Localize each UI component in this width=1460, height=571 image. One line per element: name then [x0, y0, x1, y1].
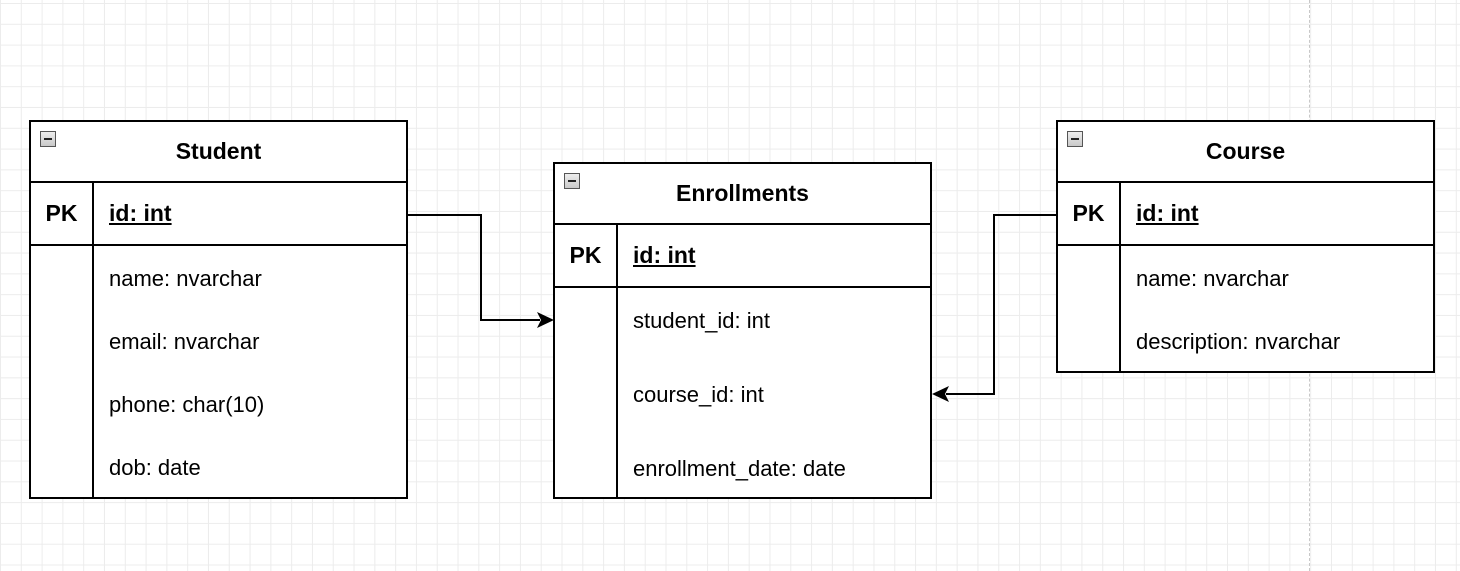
course-table-header[interactable]: Course [1058, 122, 1433, 183]
enrollments-attr-student-id[interactable]: student_id: int [633, 308, 770, 333]
arrowhead-course-to-enrollments-icon [932, 386, 949, 402]
student-attr-email[interactable]: email: nvarchar [109, 329, 260, 354]
student-collapse-icon[interactable] [40, 131, 56, 147]
enrollments-attr-enrollment-date[interactable]: enrollment_date: date [633, 456, 846, 481]
student-table-title: Student [175, 137, 262, 164]
course-table[interactable]: Course PK id: int name: nvarchar descrip… [1056, 120, 1435, 373]
student-attr-name[interactable]: name: nvarchar [109, 266, 262, 291]
enrollments-pk-field: id: int [633, 242, 696, 268]
connector-student-to-enrollments[interactable] [408, 214, 540, 321]
course-key-divider [1119, 183, 1121, 371]
student-pk-field: id: int [109, 200, 172, 226]
enrollments-pk-label: PK [569, 242, 602, 268]
connector-course-to-enrollments[interactable] [946, 214, 1056, 395]
arrowhead-student-to-enrollments-icon [537, 312, 554, 328]
student-attr-phone[interactable]: phone: char(10) [109, 392, 265, 417]
course-pk-label: PK [1072, 200, 1105, 226]
enrollments-table[interactable]: Enrollments PK id: int student_id: int c… [553, 162, 932, 499]
enrollments-attr-course-id[interactable]: course_id: int [633, 382, 764, 407]
student-pk-label: PK [45, 200, 78, 226]
student-attr-dob[interactable]: dob: date [109, 455, 201, 480]
student-table-header[interactable]: Student [31, 122, 406, 183]
enrollments-table-header[interactable]: Enrollments [555, 164, 930, 225]
student-table[interactable]: Student PK id: int name: nvarchar email:… [29, 120, 408, 499]
enrollments-key-divider [616, 225, 618, 497]
course-table-title: Course [1205, 137, 1286, 164]
student-key-divider [92, 183, 94, 497]
course-pk-row[interactable]: PK id: int [1058, 183, 1433, 246]
course-attr-description[interactable]: description: nvarchar [1136, 329, 1341, 354]
enrollments-table-title: Enrollments [676, 179, 809, 206]
enrollments-pk-row[interactable]: PK id: int [555, 225, 930, 288]
student-pk-row[interactable]: PK id: int [31, 183, 406, 246]
course-collapse-icon[interactable] [1067, 131, 1083, 147]
enrollments-collapse-icon[interactable] [564, 173, 580, 189]
course-attr-name[interactable]: name: nvarchar [1136, 266, 1289, 291]
course-pk-field: id: int [1136, 200, 1199, 226]
